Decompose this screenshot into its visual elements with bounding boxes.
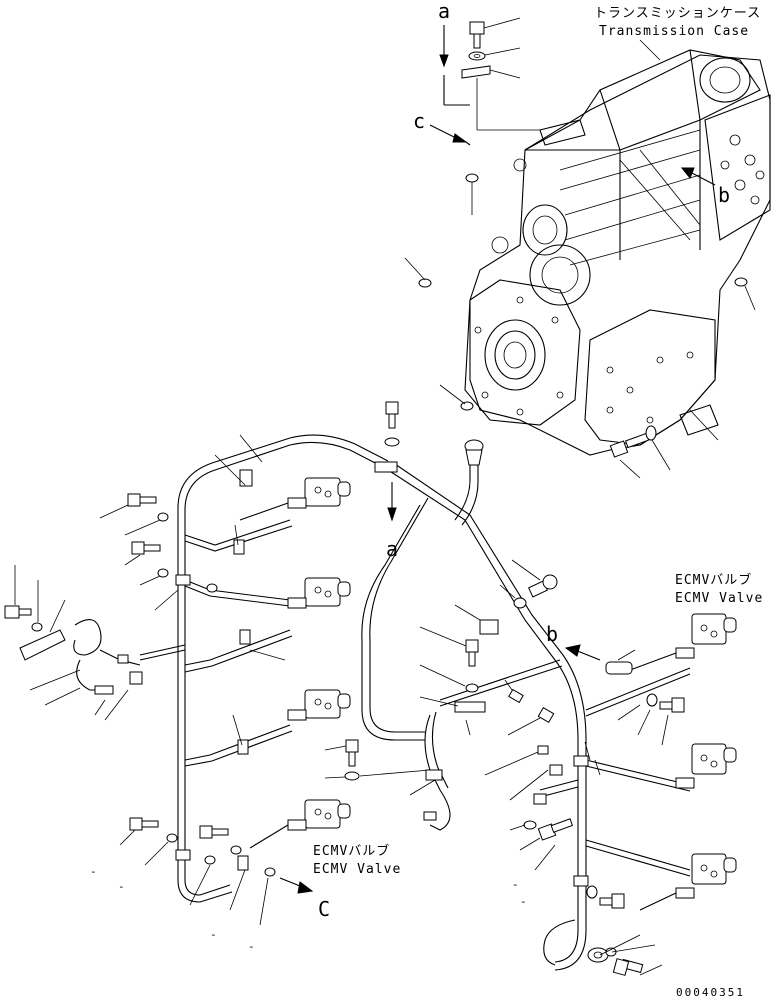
bolt-icon — [189, 825, 276, 926]
ecmv-valve-icon — [675, 743, 737, 789]
bolt-icon — [586, 885, 663, 976]
bolt-icon — [617, 693, 685, 746]
callout-b-mid: b — [546, 622, 558, 646]
callout-c-top: c — [413, 109, 425, 133]
callout-c-bottom: C — [318, 897, 330, 921]
plug-3 — [439, 384, 474, 411]
svg-text:-: - — [118, 880, 127, 893]
transmission-case-icon — [464, 49, 771, 456]
plug-2 — [404, 257, 432, 288]
bolt-icon — [374, 401, 400, 473]
connector-icon — [484, 741, 601, 887]
bolt-icon — [324, 739, 443, 821]
bolt-icon — [469, 17, 521, 49]
pipe-harness-center — [361, 450, 691, 971]
ecmv-valve-icon — [249, 799, 351, 849]
bolt-icon — [419, 626, 486, 736]
ecmv-valve-lower-label-jp: ECMVバルブ — [313, 843, 390, 859]
ecmv-valve-icon — [639, 853, 737, 911]
ecmv-valve-icon — [287, 577, 351, 609]
callout-a-mid: a — [386, 537, 398, 561]
bolt-icon — [124, 541, 218, 593]
clamp-icon — [454, 559, 558, 635]
transmission-case-label-en: Transmission Case — [599, 24, 749, 39]
svg-text:-: - — [520, 895, 529, 908]
svg-text:-: - — [210, 928, 219, 941]
ecmv-valve-icon — [287, 689, 351, 721]
svg-text:-: - — [90, 865, 99, 878]
ecmv-valve-icon — [239, 477, 351, 521]
drawing-number: 00040351 — [676, 986, 745, 999]
clamp-icon — [461, 65, 521, 79]
svg-text:-: - — [512, 878, 521, 891]
bolt-icon — [99, 493, 169, 536]
plug-1 — [465, 173, 479, 215]
ecmv-valve-icon — [605, 613, 737, 675]
ecmv-valve-lower-label-en: ECMV Valve — [313, 862, 401, 877]
ecmv-valve-upper-label-en: ECMV Valve — [675, 591, 763, 606]
connector-icon — [504, 679, 555, 736]
bolt-icon — [119, 817, 178, 866]
pipe-harness-left — [175, 434, 389, 903]
callout-b-right: b — [718, 183, 730, 207]
bolt-icon — [609, 409, 719, 479]
ecmv-valve-upper-label-jp: ECMVバルブ — [675, 572, 752, 588]
connector-icon — [464, 439, 484, 466]
callout-a-top: a — [438, 0, 450, 23]
transmission-case-label-jp: トランスミッションケース — [594, 6, 761, 21]
svg-text:-: - — [248, 940, 257, 953]
plug-4 — [734, 277, 756, 311]
washer-icon — [468, 47, 521, 61]
connector-icon — [4, 565, 186, 721]
